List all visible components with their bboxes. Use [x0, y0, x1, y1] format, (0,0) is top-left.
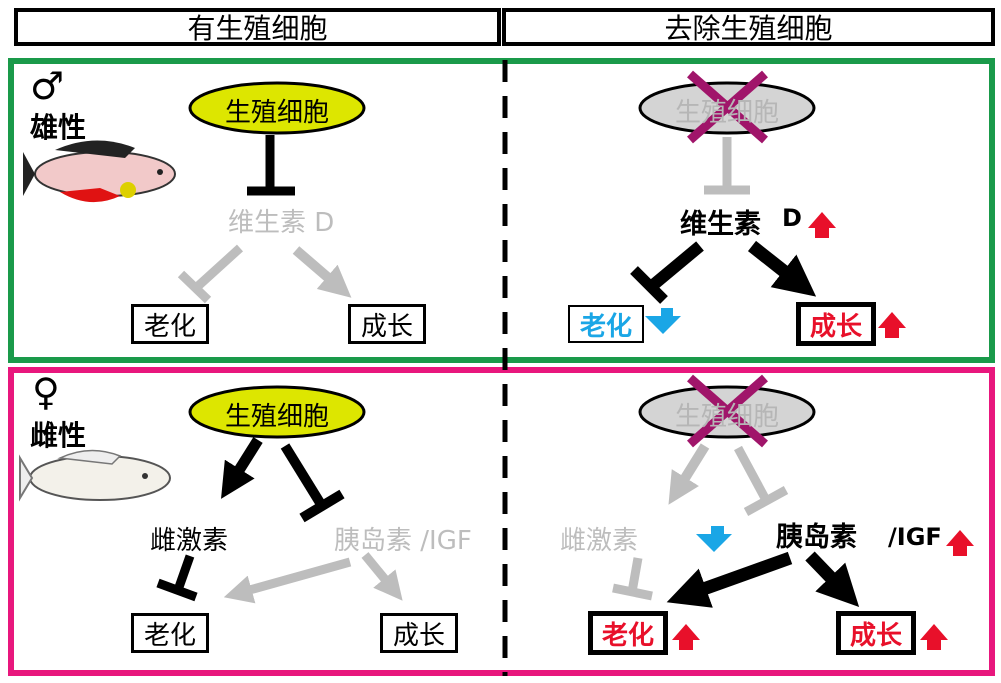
promote-arrow	[223, 557, 352, 604]
growth-box: 成长	[796, 302, 876, 346]
aging-box: 老化	[131, 304, 209, 344]
inhibit-bar	[156, 578, 198, 602]
cross-line	[687, 374, 768, 448]
female-label: 雌性	[30, 419, 87, 452]
growth-box: 成长	[836, 611, 916, 655]
promote-arrow	[805, 551, 860, 607]
aging-box: 老化	[588, 611, 668, 655]
germ-cell-label: 生殖细胞	[674, 402, 779, 432]
promote-arrow	[668, 443, 710, 505]
female-symbol: ♀	[32, 370, 60, 414]
insulin-igf-label: 胰岛素 /IGF	[334, 526, 472, 556]
male-panel	[8, 58, 995, 363]
inhibit-line	[173, 554, 195, 592]
inhibit-line	[280, 443, 327, 509]
igf-suffix: /IGF	[888, 523, 942, 551]
insulin-label: 胰岛素	[776, 522, 857, 553]
vitamin-d-label: 维生素 D	[228, 208, 335, 238]
inhibit-bar	[612, 583, 653, 601]
inhibit-bar	[743, 486, 789, 516]
promote-arrow	[221, 437, 263, 499]
header-left: 有生殖细胞	[14, 8, 501, 46]
male-label: 雄性	[30, 111, 87, 144]
vitamin-d-label: 维生素	[680, 209, 761, 240]
inhibit-line	[734, 445, 770, 503]
up-arrow-icon	[672, 624, 700, 650]
header-right: 去除生殖细胞	[502, 8, 995, 46]
inhibit-bar	[177, 270, 212, 304]
aging-box: 老化	[131, 613, 209, 653]
growth-box: 成长	[348, 304, 426, 344]
germ-cell-ellipse	[188, 81, 366, 135]
up-arrow-icon	[920, 624, 948, 650]
inhibit-bar	[630, 266, 668, 304]
inhibit-line	[193, 244, 244, 291]
vitamin-d-suffix: D	[782, 204, 802, 232]
estrogen-label: 雌激素	[560, 526, 639, 556]
promote-arrow	[361, 552, 403, 601]
cross-line	[687, 70, 768, 144]
germ-cell-ellipse	[188, 385, 366, 439]
estrogen-label: 雌激素	[150, 526, 229, 556]
growth-box: 成长	[380, 613, 458, 653]
promote-arrow	[747, 240, 817, 297]
female-fish-icon	[19, 449, 171, 502]
germ-cell-label: 生殖细胞	[224, 402, 329, 432]
inhibit-bar	[299, 489, 345, 523]
germ-cell-label: 生殖细胞	[674, 98, 779, 128]
promote-arrow	[666, 551, 793, 608]
promote-arrow	[292, 246, 352, 298]
up-arrow-icon	[946, 530, 974, 556]
inhibit-line	[648, 241, 704, 291]
down-arrow-icon	[696, 526, 732, 552]
germ-cell-label: 生殖细胞	[224, 98, 329, 128]
male-symbol: ♂	[30, 64, 65, 108]
down-arrow-icon	[645, 308, 681, 334]
up-arrow-icon	[878, 312, 906, 338]
female-panel	[8, 367, 995, 676]
inhibit-line	[627, 557, 643, 593]
male-fish-icon	[23, 140, 176, 203]
up-arrow-icon	[808, 212, 836, 238]
aging-box: 老化	[568, 305, 644, 343]
